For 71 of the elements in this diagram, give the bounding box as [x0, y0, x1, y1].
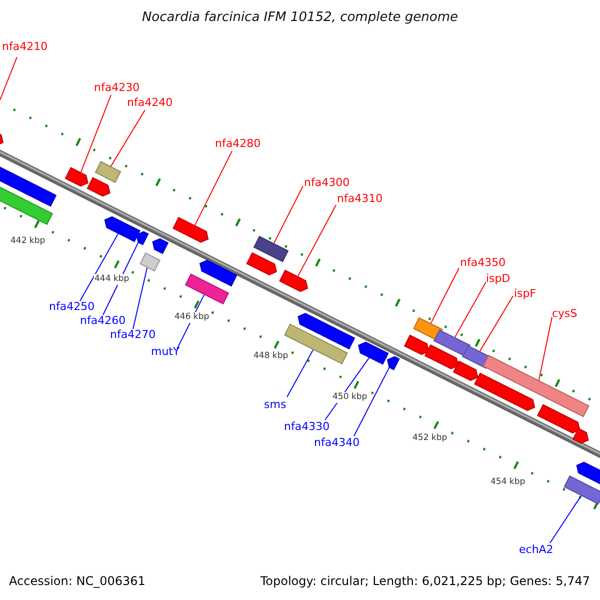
gene-label: echA2 — [519, 544, 554, 555]
leader-line — [550, 495, 582, 544]
gene-label: nfa4250 — [49, 301, 95, 312]
gene-label: sms — [264, 399, 286, 410]
gene-label: nfa4310 — [337, 193, 383, 204]
gene-label: mutY — [151, 346, 180, 357]
gene-feature — [94, 161, 122, 183]
scale-label: 442 kbp — [10, 236, 46, 246]
gene-feature — [279, 270, 308, 292]
scale-label: 452 kbp — [412, 433, 448, 444]
leader-line — [286, 349, 314, 398]
scale-label: 454 kbp — [490, 477, 526, 488]
gene-feature — [404, 334, 430, 356]
leader-line — [430, 268, 460, 324]
gene-label: nfa4340 — [314, 437, 360, 448]
gene-feature — [386, 356, 400, 370]
gene-feature — [358, 342, 389, 365]
gene-feature — [298, 312, 356, 350]
gene-feature — [482, 354, 590, 418]
leader-line — [454, 282, 486, 338]
gene-label: cysS — [552, 308, 578, 319]
gene-feature — [104, 216, 140, 242]
scale-label: 450 kbp — [332, 392, 368, 402]
gene-feature — [172, 216, 209, 243]
map-title: Nocardia farcinica IFM 10152, complete genome — [142, 10, 458, 25]
leader-line — [110, 110, 146, 167]
gene-feature — [64, 167, 88, 187]
gene-label: nfa4210 — [2, 41, 48, 52]
leader-line — [132, 267, 148, 330]
gene-feature — [246, 252, 277, 276]
genome-summary: Topology: circular; Length: 6,021,225 bp; Genes: 5,747 — [260, 575, 590, 587]
scale-label: 448 kbp — [252, 351, 290, 362]
scale-label: 446 kbp — [174, 312, 210, 322]
leader-line — [194, 150, 232, 226]
gene-feature — [184, 274, 230, 304]
gene-label: nfa4230 — [94, 82, 140, 93]
leader-line — [354, 367, 390, 436]
leader-line — [297, 204, 336, 277]
gene-label: nfa4350 — [460, 257, 506, 268]
leader-line — [80, 94, 112, 173]
accession-text: Accession: NC_006361 — [9, 575, 146, 587]
gene-label: ispF — [514, 288, 536, 299]
gene-feature — [433, 329, 471, 357]
gene-feature — [86, 177, 110, 197]
leader-line — [80, 233, 119, 302]
gene-label: ispD — [486, 273, 510, 284]
leader-line — [538, 316, 552, 381]
gene-feature — [564, 475, 600, 505]
gene-feature — [152, 238, 169, 254]
gene-feature — [452, 360, 478, 382]
gene-feature — [253, 236, 289, 262]
leader-line — [479, 296, 514, 352]
gene-label: nfa4240 — [127, 97, 173, 108]
gene-label: nfa4280 — [215, 138, 261, 149]
gene-label: nfa4270 — [110, 329, 156, 340]
gene-label: nfa4330 — [284, 421, 330, 432]
gene-feature — [474, 372, 536, 412]
gene-feature — [139, 252, 161, 272]
gene-label: nfa4260 — [80, 315, 126, 326]
gene-feature — [572, 428, 589, 444]
gene-feature — [536, 404, 580, 434]
scale-label: 444 kbp — [94, 274, 130, 284]
gene-feature — [424, 344, 459, 370]
gene-label: nfa4300 — [304, 177, 350, 188]
gene-feature — [199, 260, 238, 287]
gene-feature — [0, 185, 54, 225]
leader-line — [273, 186, 304, 244]
gene-feature — [0, 166, 57, 207]
gene-feature — [576, 462, 600, 487]
leader-line — [0, 56, 18, 100]
gene-feature — [136, 231, 149, 246]
